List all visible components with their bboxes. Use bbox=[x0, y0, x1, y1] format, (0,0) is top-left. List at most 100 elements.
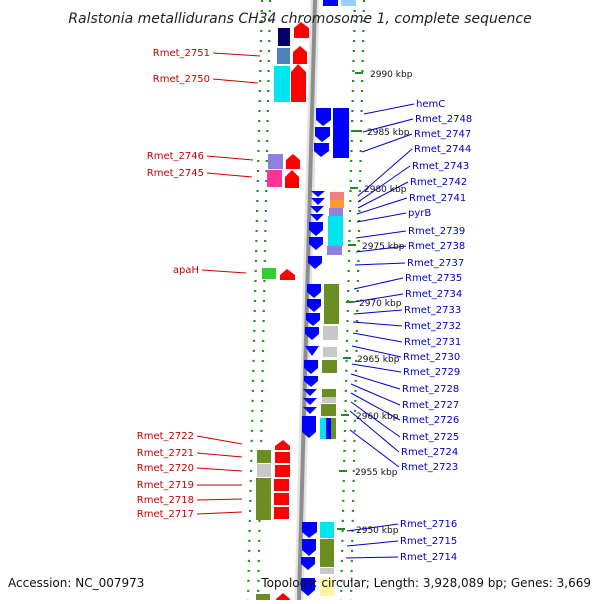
label-leader-line bbox=[363, 103, 415, 115]
cog-box bbox=[341, 0, 356, 6]
cog-box bbox=[322, 389, 336, 397]
gene-arrow bbox=[275, 452, 290, 463]
label-leader-line bbox=[196, 452, 243, 458]
cog-box bbox=[323, 347, 337, 357]
gene-label: Rmet_2739 bbox=[408, 226, 465, 237]
label-leader-line bbox=[353, 293, 404, 303]
gene-label: Rmet_2729 bbox=[403, 367, 460, 378]
forward-gene-labels bbox=[196, 52, 261, 515]
gene-arrow bbox=[285, 170, 299, 188]
scale-tick-label: 2975 kbp bbox=[362, 242, 405, 252]
gene-label: Rmet_2747 bbox=[414, 129, 471, 140]
cog-box bbox=[278, 28, 290, 46]
cog-box bbox=[321, 404, 336, 416]
gene-label: Rmet_2738 bbox=[408, 241, 465, 252]
label-leader-line bbox=[350, 392, 401, 421]
cog-box bbox=[330, 192, 344, 200]
gene-arrow bbox=[305, 346, 319, 356]
gene-label: Rmet_2748 bbox=[415, 114, 472, 125]
gene-label: Rmet_2727 bbox=[402, 400, 459, 411]
gene-label: Rmet_2719 bbox=[137, 480, 194, 491]
label-leader-line bbox=[196, 435, 243, 445]
gene-arrow bbox=[310, 214, 324, 221]
scale-tick-label: 2970 kbp bbox=[359, 299, 402, 309]
label-leader-line bbox=[355, 245, 407, 253]
gene-label: Rmet_2744 bbox=[414, 144, 471, 155]
cog-box bbox=[268, 154, 283, 169]
scale-tick-label: 2965 kbp bbox=[357, 355, 400, 365]
cog-box bbox=[257, 464, 271, 477]
gene-label: Rmet_2737 bbox=[407, 258, 464, 269]
gene-arrow bbox=[315, 127, 330, 142]
gene-label: Rmet_2720 bbox=[137, 463, 194, 474]
cog-box bbox=[257, 450, 271, 463]
label-leader-line bbox=[356, 212, 407, 223]
gene-arrow bbox=[323, 0, 338, 6]
outer-left-boundary bbox=[246, 0, 264, 601]
inner-right-boundary bbox=[339, 0, 357, 601]
gene-label: Rmet_2746 bbox=[147, 151, 204, 162]
scale-tick-label: 2985 kbp bbox=[367, 128, 410, 138]
scale-ticks bbox=[337, 72, 363, 530]
cog-box bbox=[329, 208, 343, 216]
gene-arrow bbox=[306, 313, 320, 326]
cog-box bbox=[322, 360, 337, 373]
cog-box bbox=[320, 539, 334, 567]
label-leader-line bbox=[349, 410, 400, 453]
cog-box bbox=[323, 326, 338, 340]
gene-label: Rmet_2726 bbox=[402, 415, 459, 426]
gene-arrow bbox=[309, 222, 323, 236]
gene-label: Rmet_2731 bbox=[404, 337, 461, 348]
label-leader-line bbox=[353, 277, 404, 290]
cog-box bbox=[274, 66, 290, 102]
gene-label: Rmet_2721 bbox=[137, 448, 194, 459]
gene-label: Rmet_2751 bbox=[153, 48, 210, 59]
scale-tick-label: 2950 kbp bbox=[356, 526, 399, 536]
label-leader-line bbox=[351, 363, 402, 373]
gene-label: Rmet_2730 bbox=[403, 352, 460, 363]
gene-arrow bbox=[302, 539, 316, 556]
gene-label: Rmet_2723 bbox=[401, 462, 458, 473]
gene-label: Rmet_2743 bbox=[412, 161, 469, 172]
gene-arrow bbox=[294, 22, 309, 38]
label-leader-line bbox=[355, 230, 407, 239]
reverse-gene-label-texts: hemC Rmet_2748 Rmet_2747 Rmet_2744 Rmet_… bbox=[400, 99, 472, 563]
cog-box bbox=[333, 108, 349, 158]
label-leader-line bbox=[196, 467, 243, 472]
scale-tick-label: 2980 kbp bbox=[364, 185, 407, 195]
gene-label: Rmet_2750 bbox=[153, 74, 210, 85]
gene-arrow bbox=[314, 143, 329, 157]
gene-label: Rmet_2718 bbox=[137, 495, 194, 506]
cog-box bbox=[324, 284, 339, 324]
gene-arrow bbox=[302, 416, 316, 438]
gene-label: Rmet_2742 bbox=[410, 177, 467, 188]
gene-label: apaH bbox=[173, 265, 199, 276]
label-leader-line bbox=[362, 118, 414, 133]
scale-tick-labels: 2990 kbp 2985 kbp 2980 kbp 2975 kbp 2970… bbox=[355, 70, 413, 536]
gene-arrow bbox=[304, 360, 318, 374]
gene-arrow bbox=[275, 440, 290, 450]
gene-arrow bbox=[307, 284, 321, 298]
forward-strand-genes bbox=[256, 22, 309, 600]
gene-label: Rmet_2722 bbox=[137, 431, 194, 442]
gene-arrow bbox=[274, 493, 289, 505]
gene-label: Rmet_2728 bbox=[402, 384, 459, 395]
label-leader-line bbox=[349, 429, 400, 468]
label-leader-line bbox=[206, 172, 253, 178]
label-leader-line bbox=[352, 332, 403, 343]
label-leader-line bbox=[196, 498, 243, 501]
cog-box bbox=[327, 246, 342, 255]
cog-box bbox=[328, 216, 343, 246]
gene-arrow bbox=[304, 376, 318, 387]
gene-arrow bbox=[302, 522, 317, 538]
gene-arrow bbox=[293, 46, 307, 64]
label-leader-line bbox=[212, 52, 261, 57]
gene-arrow bbox=[276, 593, 290, 600]
cog-box bbox=[277, 48, 290, 64]
label-leader-line bbox=[354, 262, 406, 266]
label-leader-line bbox=[361, 133, 413, 153]
forward-gene-label-texts: Rmet_2751 Rmet_2750 Rmet_2746 Rmet_2745 … bbox=[137, 48, 210, 520]
gene-arrow bbox=[301, 578, 315, 596]
gene-label: Rmet_2733 bbox=[404, 305, 461, 316]
